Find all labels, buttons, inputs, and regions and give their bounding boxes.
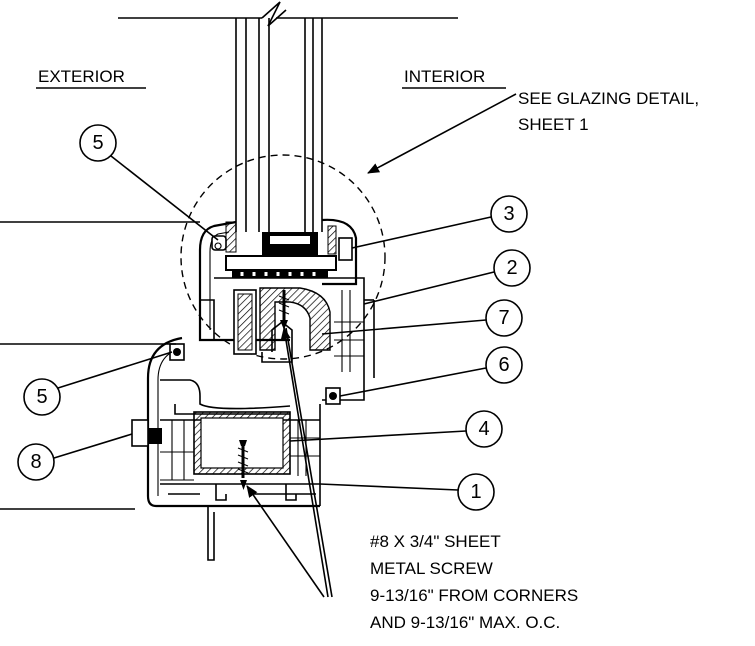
callout-3: 3 bbox=[351, 195, 528, 249]
screw-note-line-4: AND 9-13/16" MAX. O.C. bbox=[370, 613, 560, 632]
screw-note-line-2: METAL SCREW bbox=[370, 559, 493, 578]
svg-text:6: 6 bbox=[498, 354, 509, 376]
sheet-metal-screw bbox=[237, 440, 249, 478]
svg-text:5: 5 bbox=[92, 132, 103, 154]
left-reference-lines bbox=[0, 221, 200, 510]
callout-4: 4 bbox=[289, 410, 503, 448]
sash-screw bbox=[278, 290, 290, 330]
sash-frame bbox=[198, 218, 375, 405]
svg-text:7: 7 bbox=[498, 307, 509, 329]
callout-6: 6 bbox=[339, 346, 523, 397]
svg-text:8: 8 bbox=[30, 451, 41, 473]
callout-1: 1 bbox=[319, 473, 495, 511]
callout-5-top: 5 bbox=[79, 124, 219, 241]
interior-label: INTERIOR bbox=[404, 67, 485, 86]
screw-note-line-3: 9-13/16" FROM CORNERS bbox=[370, 586, 578, 605]
callout-7: 7 bbox=[321, 299, 523, 337]
glazing-detail-circle bbox=[180, 154, 386, 360]
glazing-note-leader bbox=[367, 93, 517, 174]
callout-8: 8 bbox=[17, 433, 133, 481]
glazing-note-line-1: SEE GLAZING DETAIL, bbox=[518, 89, 699, 108]
glazing-note-line-2: SHEET 1 bbox=[518, 115, 589, 134]
top-break-line bbox=[118, 1, 458, 27]
callout-2: 2 bbox=[363, 249, 531, 305]
callout-5-left: 5 bbox=[23, 351, 173, 416]
screw-note-leaders bbox=[246, 327, 333, 598]
svg-text:1: 1 bbox=[470, 481, 481, 503]
svg-text:3: 3 bbox=[503, 203, 514, 225]
svg-text:2: 2 bbox=[506, 257, 517, 279]
svg-text:5: 5 bbox=[36, 386, 47, 408]
insulated-glass-unit bbox=[235, 18, 323, 256]
exterior-label: EXTERIOR bbox=[38, 67, 125, 86]
svg-text:4: 4 bbox=[478, 418, 489, 440]
screw-note-line-1: #8 X 3/4" SHEET bbox=[370, 532, 501, 551]
